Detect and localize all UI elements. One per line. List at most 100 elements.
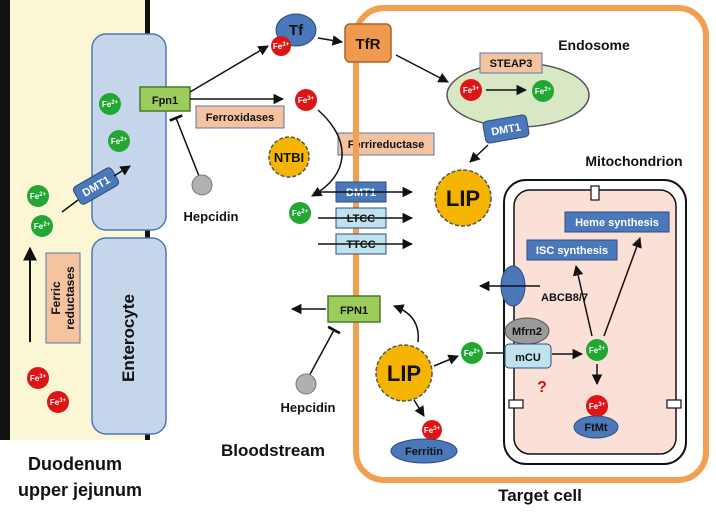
svg-text:Fe3+: Fe3+ xyxy=(589,402,606,411)
ferric-reductases-label-1: Ferric xyxy=(49,281,63,315)
abcb-label: ABCB8/7 xyxy=(541,292,588,304)
fe3-ion-ftmt: Fe3+ xyxy=(586,395,608,417)
isc-synthesis-box xyxy=(526,239,618,261)
fe2-ion-bloodstream: Fe2+ xyxy=(289,202,311,224)
mfrn2-label: Mfrn2 xyxy=(512,326,542,338)
lip-top xyxy=(434,169,492,227)
ftmt-label: FtMt xyxy=(584,422,608,434)
svg-text:Fe2+: Fe2+ xyxy=(589,346,606,355)
isc-synthesis-label: ISC synthesis xyxy=(536,245,608,257)
dmt1-membrane-label: DMT1 xyxy=(346,187,376,199)
fe2-to-isc-arrow xyxy=(572,264,593,337)
enterocyte-lower xyxy=(91,237,167,435)
fe3-ion-ferritin: Fe3+ xyxy=(422,420,442,440)
tf-to-tfr-arrow xyxy=(317,35,344,46)
fe3-ion-lumen-1: Fe3+ xyxy=(27,367,49,389)
ferritin-label: Ferritin xyxy=(405,446,443,458)
fe3-ion-endosome: Fe3+ xyxy=(460,79,482,101)
ferrireductase-box xyxy=(337,132,435,156)
dmt1-endosome: DMT1 xyxy=(482,114,530,144)
crista-top xyxy=(590,185,600,201)
heme-synthesis-label: Heme synthesis xyxy=(575,217,659,229)
duodenum-label: Duodenum xyxy=(28,454,122,474)
steap3-box xyxy=(479,52,543,74)
ferroxidases-label: Ferroxidases xyxy=(206,112,274,124)
ferritin xyxy=(390,438,458,464)
hepcidin-bottom-molecule xyxy=(295,373,317,395)
ferric-reductases-box xyxy=(45,252,81,344)
fpn1-target-label: FPN1 xyxy=(340,305,368,317)
endosome-to-lip-arrow xyxy=(469,144,489,163)
lip-to-fe2-arrow xyxy=(433,354,459,367)
crista-left xyxy=(508,399,524,409)
ferroxidases-box xyxy=(195,105,285,129)
fe2-ion-mitochondrion: Fe2+ xyxy=(586,339,608,361)
svg-text:Fe2+: Fe2+ xyxy=(102,100,119,109)
crista-right xyxy=(666,399,682,409)
fe3-ion-lumen-2: Fe3+ xyxy=(47,391,69,413)
hepcidin-inhibit-fpn1-target xyxy=(307,325,341,379)
mitochondrion-label: Mitochondrion xyxy=(585,153,682,169)
dmt1-entry-line xyxy=(61,199,79,213)
svg-text:Fe3+: Fe3+ xyxy=(463,86,480,95)
ferric-reductases-label-2: reductases xyxy=(63,266,77,330)
svg-text:Fe3+: Fe3+ xyxy=(30,374,47,383)
fe2-ion-endosome: Fe2+ xyxy=(532,80,554,102)
fe2-ion-lumen-2: Fe2+ xyxy=(31,215,53,237)
fe2-to-heme-arrow xyxy=(603,237,642,337)
fpn1-enterocyte-label: Fpn1 xyxy=(152,95,178,107)
lip-bottom-label: LIP xyxy=(387,361,421,386)
svg-text:Fe2+: Fe2+ xyxy=(292,209,309,218)
svg-text:Fe3+: Fe3+ xyxy=(50,398,67,407)
fe2-ion-enterocyte-2: Fe2+ xyxy=(108,130,130,152)
lip-top-label: LIP xyxy=(446,186,480,211)
hepcidin-bottom-label: Hepcidin xyxy=(281,400,336,415)
svg-text:Fe2+: Fe2+ xyxy=(464,349,481,358)
svg-text:Fe2+: Fe2+ xyxy=(30,192,47,201)
svg-text:Fe2+: Fe2+ xyxy=(111,137,128,146)
ferrireductase-arrow xyxy=(311,109,343,197)
svg-text:Fe3+: Fe3+ xyxy=(298,96,315,105)
tfr-receptor xyxy=(344,23,392,63)
lumen-wall-left xyxy=(0,0,10,440)
lip-to-fpn1-arrow xyxy=(393,304,419,343)
hepcidin-top-molecule xyxy=(191,174,213,196)
upper-jejunum-label: upper jejunum xyxy=(18,480,142,500)
fe2-ion-cytosol: Fe2+ xyxy=(461,342,483,364)
ferrireductase-label: Ferrireductase xyxy=(348,139,424,151)
fe3-ion-bloodstream: Fe3+ xyxy=(295,89,317,111)
bloodstream-label: Bloodstream xyxy=(221,441,325,460)
svg-text:Fe2+: Fe2+ xyxy=(535,87,552,96)
hepcidin-inhibit-fpn1 xyxy=(169,114,200,177)
fe2-ion-enterocyte-1: Fe2+ xyxy=(99,93,121,115)
ftmt xyxy=(573,415,619,439)
svg-text:Fe2+: Fe2+ xyxy=(34,222,51,231)
endosome-label: Endosome xyxy=(558,37,630,53)
dmt1-uptake-arrow xyxy=(113,165,131,177)
svg-text:Fe3+: Fe3+ xyxy=(273,42,290,51)
svg-text:Fe3+: Fe3+ xyxy=(424,426,441,435)
lip-to-ferritin-arrow xyxy=(413,399,425,417)
ntbi-label: NTBI xyxy=(274,150,304,165)
mcu-label: mCU xyxy=(515,352,541,364)
enterocyte-label: Enterocyte xyxy=(119,294,138,382)
tfr-label: TfR xyxy=(356,36,381,53)
mcu-channel xyxy=(504,343,552,369)
steap3-label: STEAP3 xyxy=(490,58,533,70)
target-cell-label: Target cell xyxy=(498,486,582,505)
tf-label: Tf xyxy=(289,22,304,39)
fe3-ion-tf: Fe3+ xyxy=(271,36,291,56)
fpn1-target-cell xyxy=(327,295,381,323)
lip-bottom xyxy=(375,344,433,402)
question-mark: ? xyxy=(537,379,547,396)
tfr-to-endosome-arrow xyxy=(395,54,449,83)
ltcc-label: LTCC xyxy=(347,213,376,225)
enterocyte-upper xyxy=(91,33,167,231)
ntbi xyxy=(268,136,310,178)
hepcidin-top-label: Hepcidin xyxy=(184,209,239,224)
ttcc-label: TTCC xyxy=(346,239,375,251)
heme-synthesis-box xyxy=(564,211,670,233)
fpn1-to-tf-arrow xyxy=(189,45,269,93)
fe2-ion-lumen-1: Fe2+ xyxy=(27,185,49,207)
